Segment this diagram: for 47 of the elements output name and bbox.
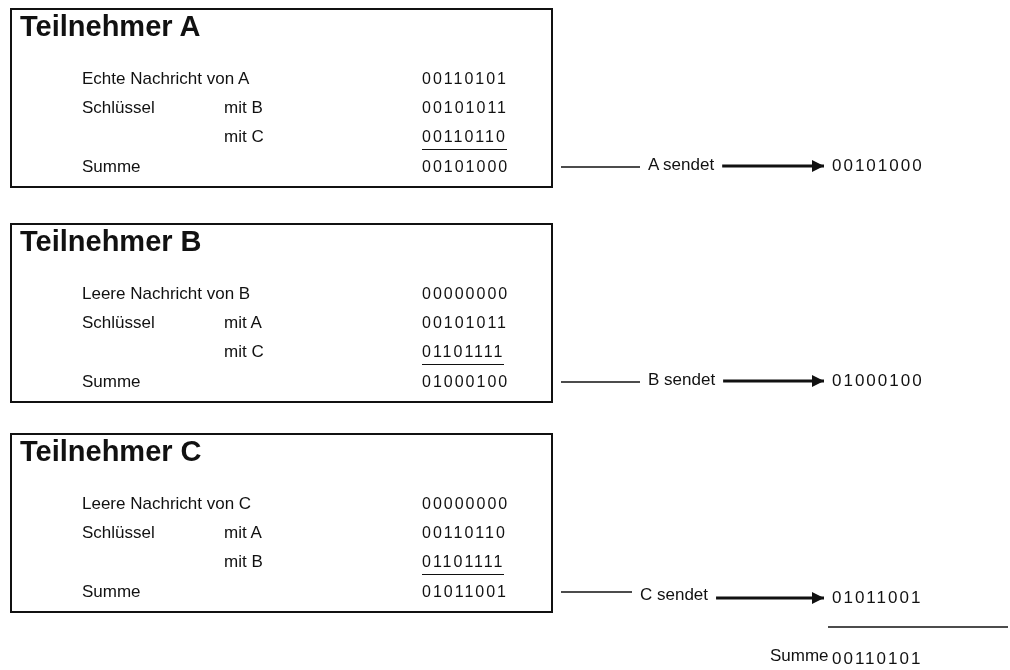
binary-value: 00101011	[422, 313, 508, 333]
sum-label: Summe	[770, 646, 829, 666]
connector-line	[560, 166, 641, 168]
sum-label: Summe	[82, 157, 141, 177]
sender-label: C sendet	[640, 585, 709, 605]
connector-line	[560, 381, 641, 383]
partner-label: mit A	[224, 313, 262, 333]
box-heading: Teilnehmer B	[20, 225, 202, 257]
message-label: Leere Nachricht von B	[82, 284, 251, 304]
partner-label: mit C	[224, 342, 264, 362]
binary-value: 01101111	[422, 552, 505, 575]
binary-value: 00110110	[422, 127, 507, 150]
binary-value: 01000100	[422, 372, 510, 392]
key-label: Schlüssel	[82, 313, 155, 333]
sum-label: Summe	[82, 582, 141, 602]
arrow	[716, 592, 824, 604]
participant-box	[10, 223, 553, 403]
partner-label: mit B	[224, 98, 263, 118]
participant-box	[10, 433, 553, 613]
sender-label: A sendet	[648, 155, 715, 175]
sum-label: Summe	[82, 372, 141, 392]
box-heading: Teilnehmer A	[20, 10, 201, 42]
key-label: Schlüssel	[82, 523, 155, 543]
binary-value: 00110101	[832, 649, 923, 669]
partner-label: mit B	[224, 552, 263, 572]
message-label: Leere Nachricht von C	[82, 494, 252, 514]
binary-value: 00101011	[422, 98, 508, 118]
connector-line	[560, 591, 633, 593]
sender-label: B sendet	[648, 370, 716, 390]
binary-value: 01011001	[422, 582, 508, 602]
binary-value: 00110110	[422, 523, 507, 543]
binary-value: 00000000	[422, 494, 510, 514]
arrow	[723, 375, 824, 387]
binary-value: 01000100	[832, 371, 924, 391]
arrow	[722, 160, 824, 172]
binary-value: 00110101	[422, 69, 508, 89]
binary-value: 00101000	[832, 156, 924, 176]
key-label: Schlüssel	[82, 98, 155, 118]
box-heading: Teilnehmer C	[20, 435, 202, 467]
message-label: Echte Nachricht von A	[82, 69, 250, 89]
participant-box	[10, 8, 553, 188]
partner-label: mit C	[224, 127, 264, 147]
binary-value: 01011001	[832, 588, 923, 608]
binary-value: 01101111	[422, 342, 505, 365]
partner-label: mit A	[224, 523, 262, 543]
binary-value: 00000000	[422, 284, 510, 304]
binary-value: 00101000	[422, 157, 510, 177]
